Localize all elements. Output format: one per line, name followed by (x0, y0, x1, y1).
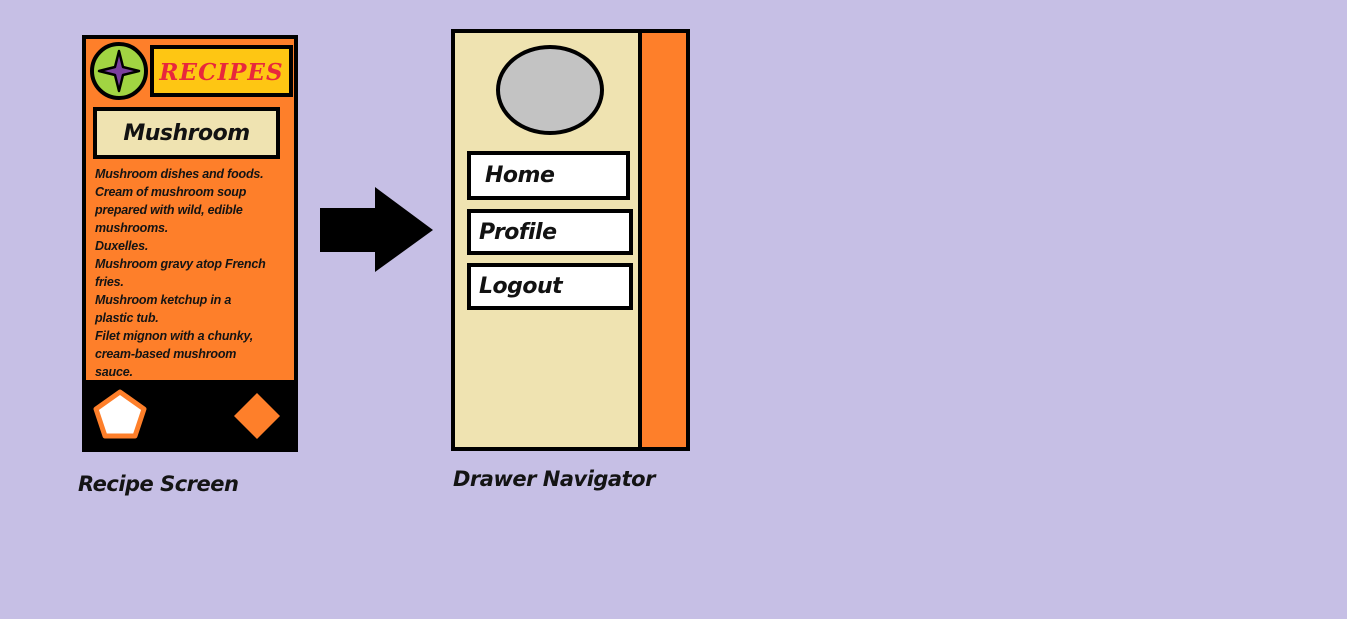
recipe-line: Mushroom dishes and foods. (95, 167, 264, 181)
recipe-line: prepared with wild, edible (95, 203, 243, 217)
drawer-item-label: Profile (479, 219, 557, 245)
recipe-line: Filet mignon with a chunky, (95, 329, 254, 343)
recipe-screen-caption: Recipe Screen (78, 472, 239, 496)
recipe-description: Mushroom dishes and foods. Cream of mush… (95, 165, 290, 381)
recipe-line: mushrooms. (95, 221, 169, 235)
recipe-title: Mushroom (93, 107, 280, 159)
drawer-item-home[interactable]: Home (467, 151, 630, 200)
drawer-item-profile[interactable]: Profile (467, 209, 633, 255)
recipe-line: cream-based mushroom (95, 347, 237, 361)
recipe-line: Mushroom gravy atop French (95, 257, 266, 271)
drawer-item-logout[interactable]: Logout (467, 263, 633, 310)
right-arrow-icon (320, 187, 433, 272)
drawer-screen-edge (638, 29, 690, 451)
recipe-line: fries. (95, 275, 124, 289)
pentagon-icon[interactable] (93, 389, 147, 439)
diamond-icon[interactable] (233, 392, 281, 440)
drawer-item-label: Logout (479, 274, 563, 299)
recipes-banner: RECIPES (150, 45, 293, 97)
recipe-line: Duxelles. (95, 239, 149, 253)
recipe-line: sauce. (95, 365, 133, 379)
recipe-line: plastic tub. (95, 311, 159, 325)
compass-star-icon[interactable] (90, 42, 148, 100)
recipe-line: Cream of mushroom soup (95, 185, 247, 199)
avatar[interactable] (496, 45, 604, 135)
drawer-navigator-caption: Drawer Navigator (453, 467, 655, 491)
drawer-item-label: Home (485, 163, 555, 188)
recipe-line: Mushroom ketchup in a (95, 293, 232, 307)
